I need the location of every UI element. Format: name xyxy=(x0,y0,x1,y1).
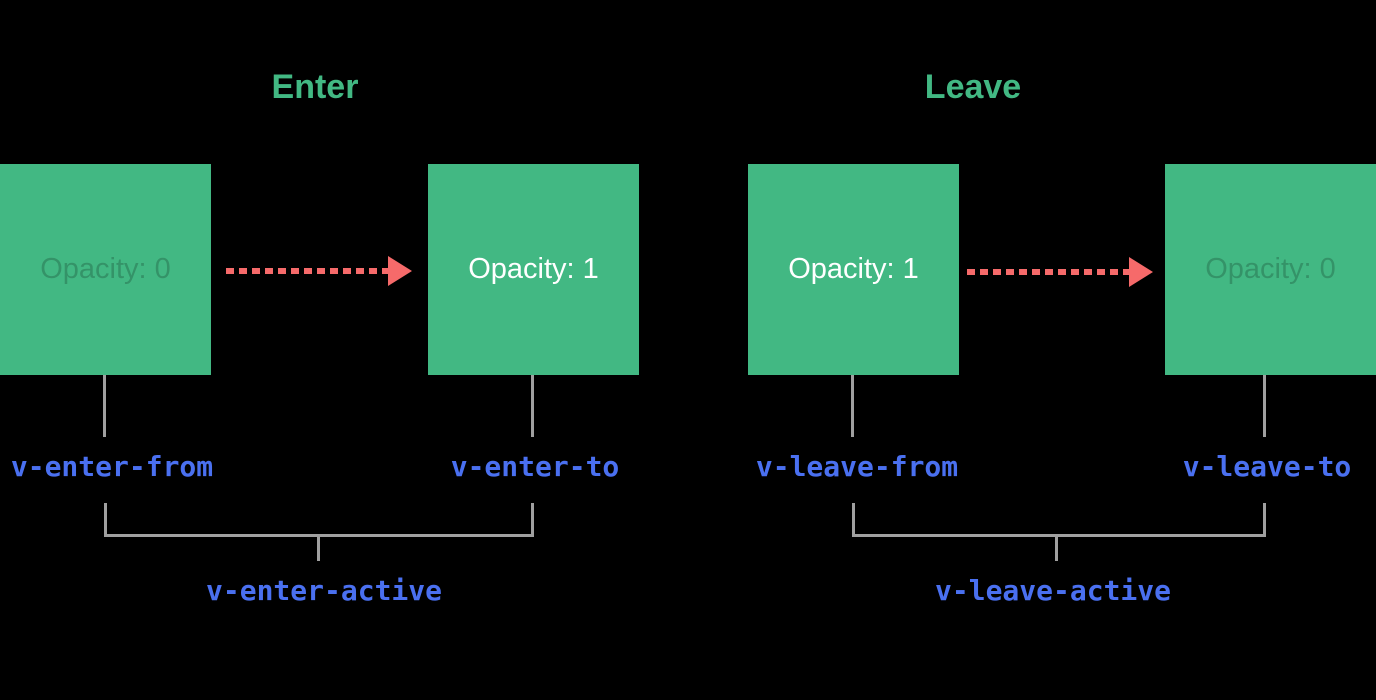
enter-from-box: Opacity: 0 xyxy=(0,164,211,375)
enter-from-connector-line xyxy=(103,375,106,437)
enter-active-bracket-tick xyxy=(317,537,320,561)
enter-to-box: Opacity: 1 xyxy=(428,164,639,375)
enter-to-class-label: v-enter-to xyxy=(450,450,620,483)
leave-from-box: Opacity: 1 xyxy=(748,164,959,375)
enter-arrow-icon xyxy=(226,256,412,286)
leave-to-box: Opacity: 0 xyxy=(1165,164,1376,375)
leave-from-class-label: v-leave-from xyxy=(755,450,959,483)
leave-arrow-icon xyxy=(967,257,1153,287)
enter-active-class-label: v-enter-active xyxy=(205,574,443,607)
leave-active-bracket-tick xyxy=(1055,537,1058,561)
enter-to-connector-line xyxy=(531,375,534,437)
leave-to-connector-line xyxy=(1263,375,1266,437)
enter-section-title: Enter xyxy=(271,68,359,106)
enter-from-opacity-label: Opacity: 0 xyxy=(40,253,171,285)
leave-from-opacity-label: Opacity: 1 xyxy=(788,253,919,285)
leave-to-class-label: v-leave-to xyxy=(1182,450,1352,483)
enter-to-opacity-label: Opacity: 1 xyxy=(468,253,599,285)
enter-active-bracket xyxy=(104,503,534,537)
leave-active-class-label: v-leave-active xyxy=(934,574,1172,607)
enter-from-class-label: v-enter-from xyxy=(10,450,214,483)
leave-active-bracket xyxy=(852,503,1266,537)
leave-to-opacity-label: Opacity: 0 xyxy=(1205,253,1336,285)
leave-section-title: Leave xyxy=(924,68,1022,106)
leave-from-connector-line xyxy=(851,375,854,437)
